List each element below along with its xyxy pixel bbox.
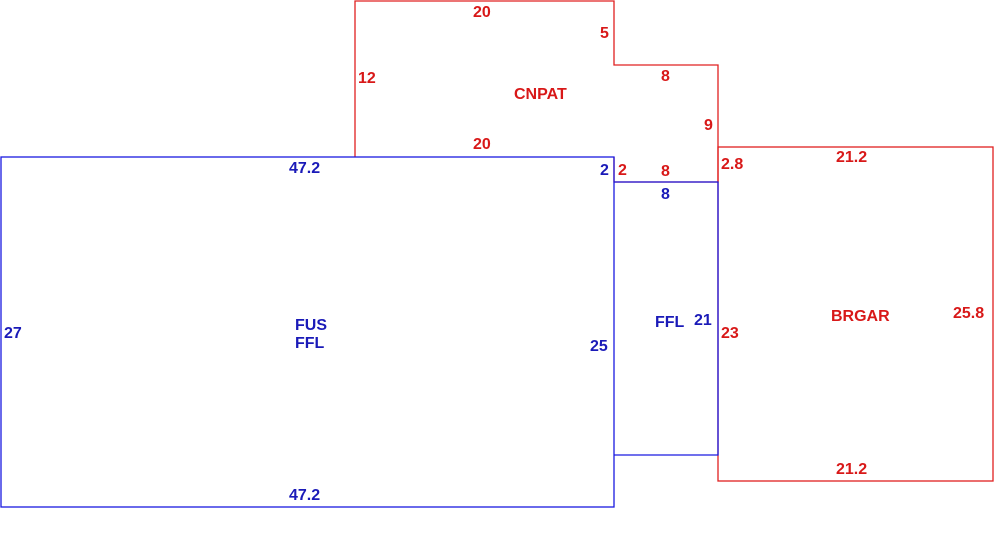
fus-ffl-dim-bottom: 47.2 [289,487,320,504]
brgar-dim-bottom: 21.2 [836,461,867,478]
brgar-label: BRGAR [831,308,890,325]
fus-ffl-label-line2: FFL [295,335,325,352]
fus-ffl-dim-right: 25 [590,338,608,355]
ffl-dim-right: 21 [694,312,712,329]
fus-ffl-dim-left: 27 [4,325,22,342]
cnpat-dim-top: 20 [473,4,491,21]
ffl-outline [614,181,719,456]
ffl-dim-top: 8 [661,186,670,203]
cnpat-dim-lower-right: 8 [661,163,670,180]
cnpat-dim-step-down: 5 [600,25,609,42]
cnpat-label: CNPAT [514,86,567,103]
brgar-dim-left-top: 2.8 [721,156,743,173]
cnpat-dim-notch: 2 [618,162,627,179]
cnpat-dim-left: 12 [358,70,376,87]
cnpat-dim-step-right: 8 [661,68,670,85]
fus-ffl-label-line1: FUS [295,317,327,334]
cnpat-dim-right: 9 [704,117,713,134]
fus-ffl-dim-top: 47.2 [289,160,320,177]
ffl-label: FFL [655,314,685,331]
brgar-dim-top: 21.2 [836,149,867,166]
brgar-dim-right: 25.8 [953,305,984,322]
fus-ffl-outline [0,156,615,508]
fus-ffl-dim-notch: 2 [600,162,609,179]
brgar-dim-left: 23 [721,325,739,342]
cnpat-dim-bottom: 20 [473,136,491,153]
